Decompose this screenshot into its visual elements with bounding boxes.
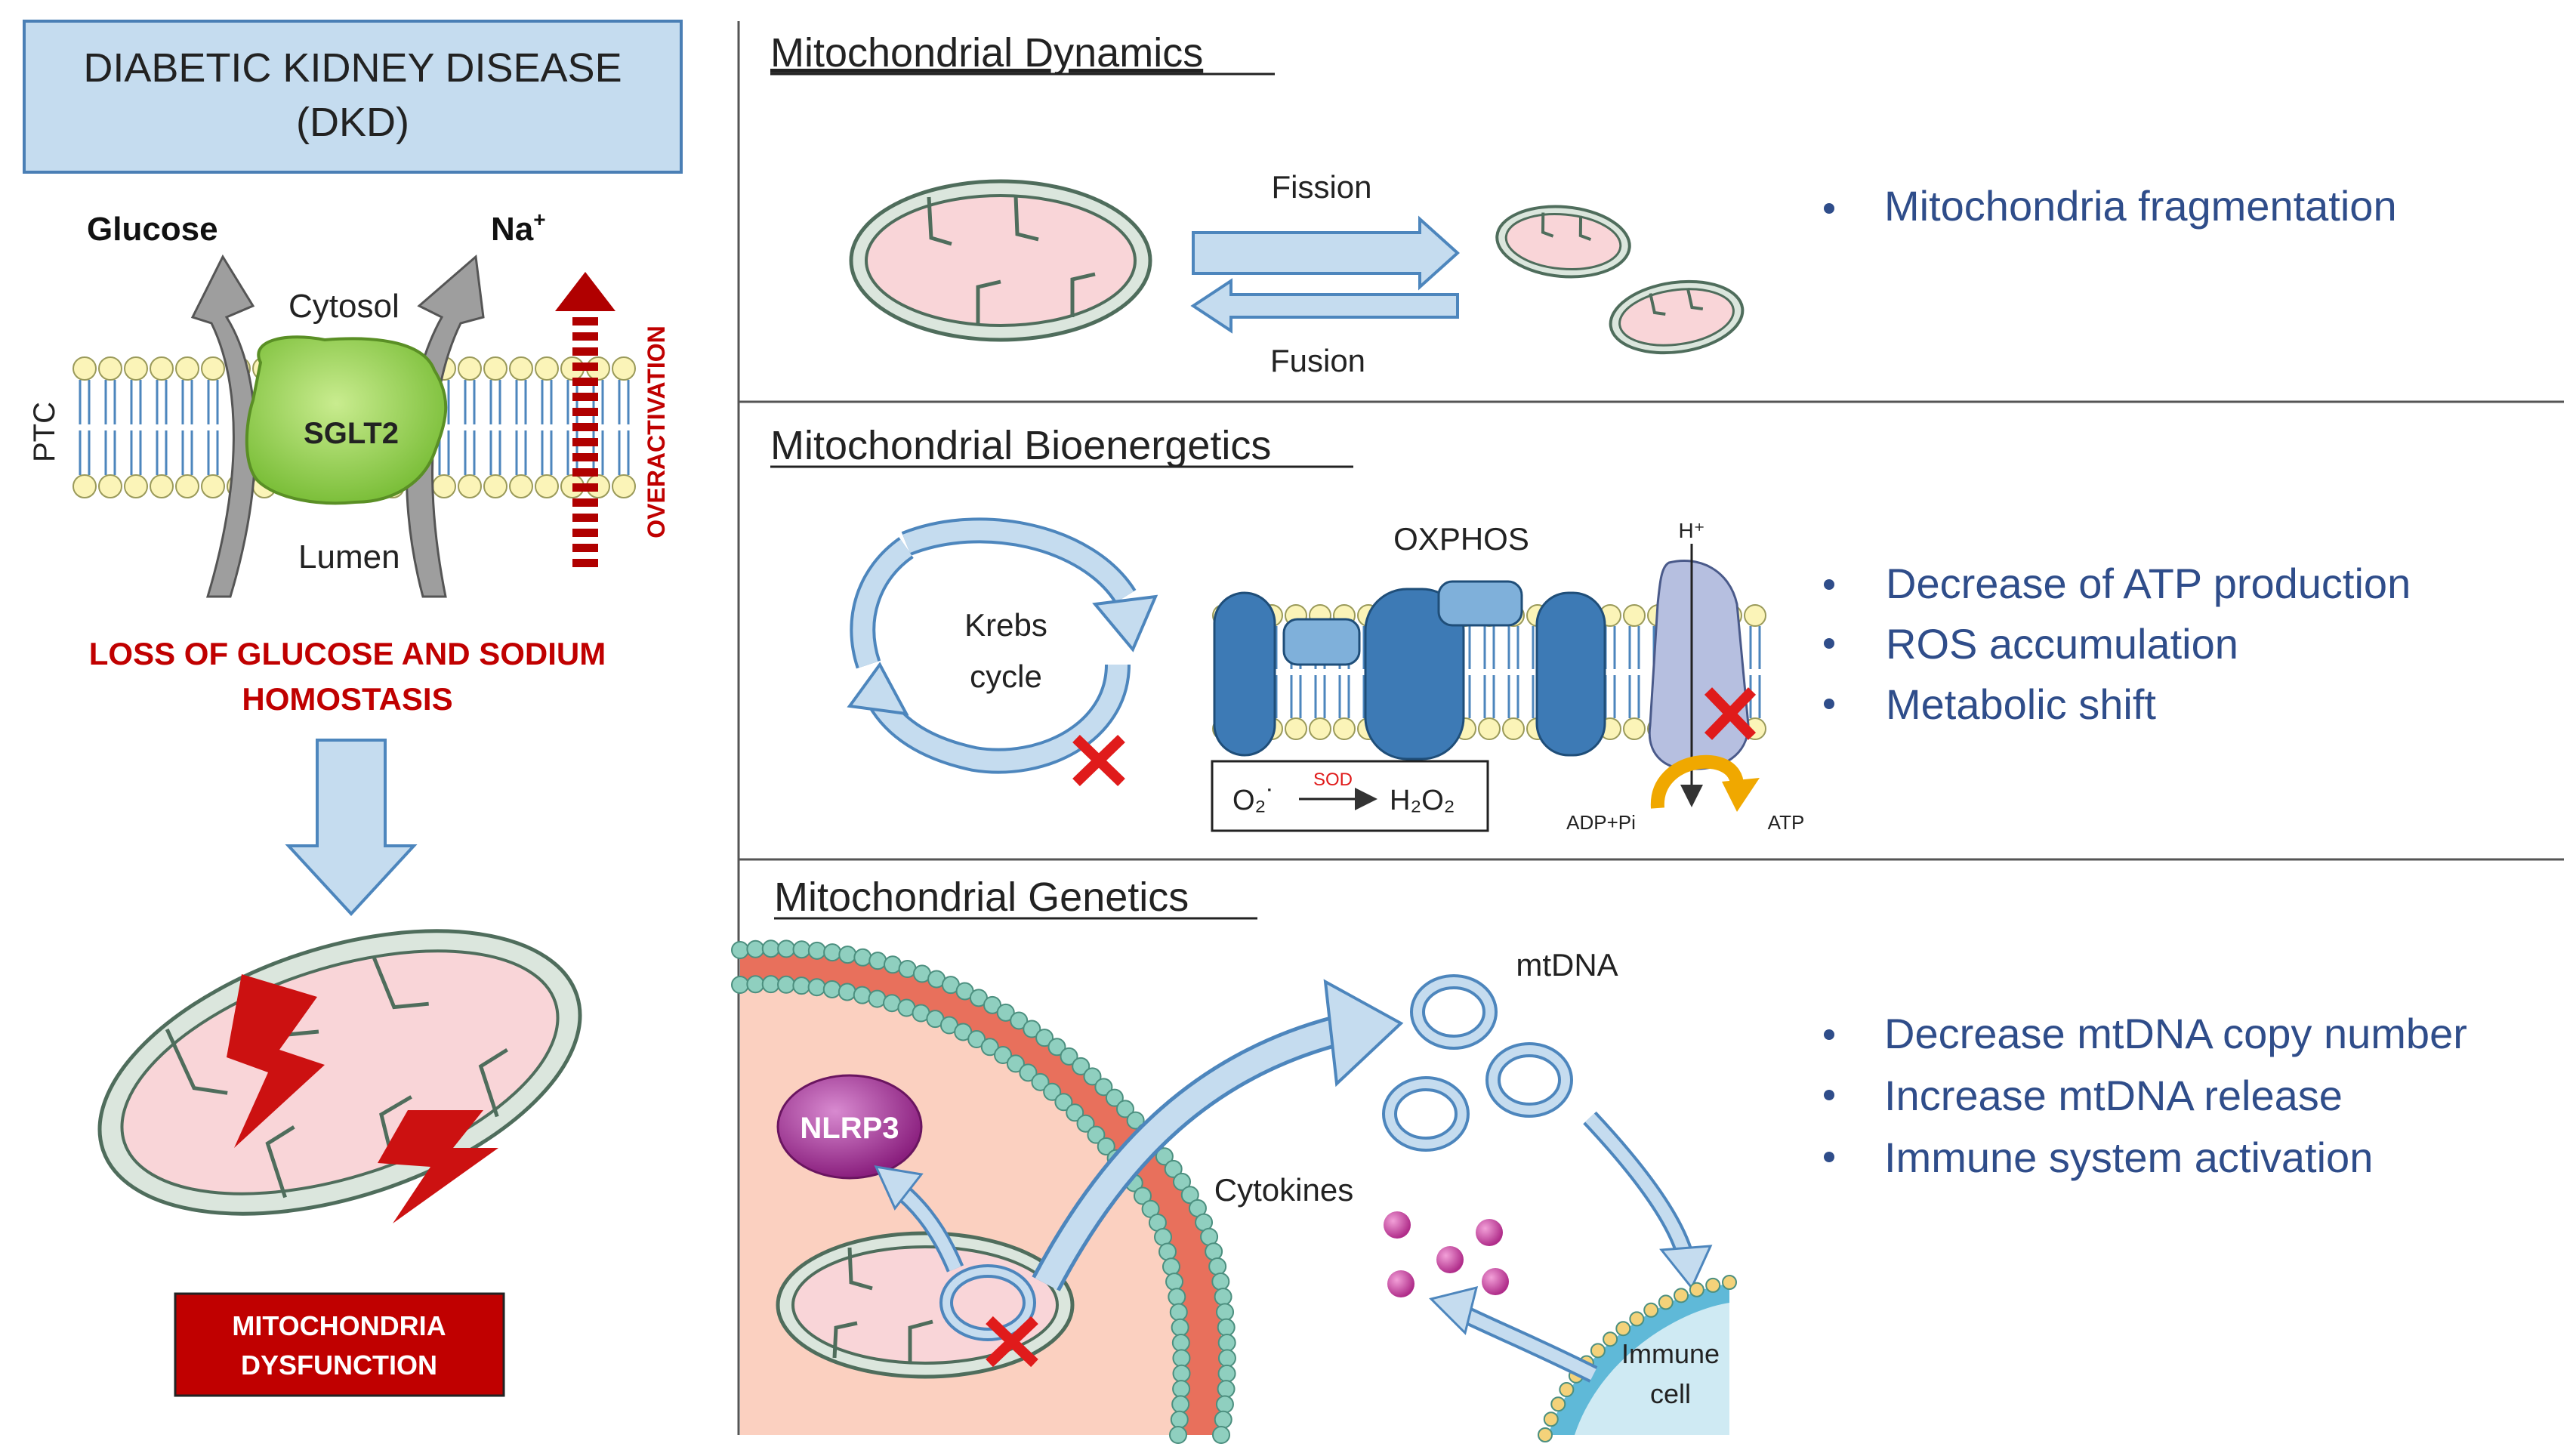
large-mitochondrion [849, 179, 1152, 342]
bullet-dot [1824, 579, 1834, 590]
left-panel: DIABETIC KIDNEY DISEASE (DKD) Glucose Na… [23, 20, 683, 1397]
cytokine-dot [1387, 1270, 1414, 1297]
genetics-title: Mitochondrial Genetics [774, 875, 1189, 920]
superoxide-label: O₂˙ [1232, 785, 1276, 816]
fusion-label: Fusion [1270, 343, 1365, 378]
mtdna-circle [1410, 974, 1498, 1050]
glucose-exit-arrow [190, 254, 257, 598]
bioenergetics-bullet: Decrease of ATP production [1886, 560, 2411, 607]
immune-line1: Immune [1621, 1338, 1720, 1369]
cytochrome-c [1437, 580, 1523, 627]
mtdna-ring [942, 1267, 1033, 1338]
inhibition-x-icon [1072, 734, 1125, 787]
immune-to-cytokines-arrow [1458, 1307, 1597, 1381]
bioenergetics-title: Mitochondrial Bioenergetics [770, 423, 1271, 468]
krebs-line1: Krebs [964, 607, 1047, 643]
complex-iv [1535, 591, 1606, 757]
atp-conversion-arrowhead [1722, 778, 1760, 812]
ros-box [1211, 760, 1489, 832]
down-arrow [285, 739, 418, 916]
bullet-dot [1824, 1029, 1834, 1040]
cytokine-dot [1476, 1219, 1503, 1246]
fission-arrow [1192, 215, 1460, 291]
complex-i [1213, 591, 1276, 757]
mtdna-circle [1382, 1076, 1470, 1152]
bioenergetics-panel: Mitochondrial Bioenergetics Krebs cycle … [770, 423, 2411, 834]
overactivation-arrow [555, 272, 615, 567]
genetics-bullet: Increase mtDNA release [1884, 1072, 2343, 1119]
arrowhead [1429, 1285, 1479, 1335]
dynamics-panel: Mitochondrial Dynamics Fission Fusion [770, 30, 2397, 378]
arrowhead [1323, 979, 1404, 1088]
loss-homeostasis-line2: HOMOSTASIS [242, 681, 452, 717]
dkd-title-box [23, 20, 683, 174]
krebs-cycle [847, 517, 1158, 774]
oxphos-label: OXPHOS [1393, 521, 1529, 557]
lumen-label: Lumen [298, 538, 400, 575]
cytokines-label: Cytokines [1214, 1172, 1353, 1208]
immune-membrane-beads [1538, 1275, 1737, 1442]
immune-cell [1575, 1303, 1729, 1435]
mtdna-release-arrow [1035, 1019, 1340, 1290]
overactivation-label: OVERACTIVATION [643, 325, 670, 538]
atp-synthase [1648, 559, 1750, 770]
bullet-dot [1824, 699, 1834, 709]
bioenergetics-bullet: Metabolic shift [1886, 680, 2156, 728]
mito-dysfunction-line1: MITOCHONDRIA [232, 1310, 446, 1341]
atp-label: ATP [1768, 811, 1805, 834]
inhibition-x-icon [986, 1316, 1038, 1368]
h-plus-label: H⁺ [1679, 519, 1705, 542]
lightning-icon [227, 974, 325, 1148]
atp-conversion-arrow [1650, 754, 1744, 809]
dkd-title-line1: DIABETIC KIDNEY DISEASE [83, 45, 622, 91]
small-mitochondrion [1609, 279, 1745, 355]
loss-homeostasis-line1: LOSS OF GLUCOSE AND SODIUM [89, 636, 606, 671]
immune-line2: cell [1650, 1378, 1691, 1409]
lightning-icon [378, 1110, 498, 1223]
inhibition-x-icon [1704, 687, 1757, 740]
sod-label: SOD [1313, 770, 1353, 790]
cytosol-label: Cytosol [288, 288, 400, 325]
h2o2-label: H₂O₂ [1390, 785, 1455, 816]
mtdna-to-immune-arrow [1585, 1113, 1692, 1260]
mtdna-circle [1485, 1042, 1573, 1118]
cytokine-dot [1482, 1268, 1509, 1295]
damaged-mitochondrion [97, 929, 582, 1216]
mito-dysfunction-line2: DYSFUNCTION [241, 1350, 437, 1381]
genetics-bullet: Immune system activation [1884, 1134, 2373, 1181]
arrowhead [874, 1165, 924, 1211]
dynamics-title: Mitochondrial Dynamics [770, 30, 1203, 76]
small-mitochondrion [1495, 205, 1631, 279]
genetics-panel: Mitochondrial Genetics NLRP3 [731, 875, 2467, 1444]
complex-iii [1364, 588, 1465, 760]
cytokine-dot [1384, 1211, 1411, 1239]
ptc-label: PTC [28, 402, 61, 462]
bullet-dot [1824, 1152, 1834, 1162]
sglt2-label: SGLT2 [304, 417, 399, 450]
nlrp3-label: NLRP3 [800, 1112, 899, 1145]
sglt2-transporter [245, 335, 448, 505]
cytokine-dot [1436, 1246, 1464, 1273]
krebs-line2: cycle [970, 659, 1042, 694]
nlrp3-complex [776, 1074, 923, 1180]
arrowhead [1659, 1245, 1713, 1290]
fission-label: Fission [1271, 169, 1371, 205]
bullet-dot [1824, 203, 1834, 214]
adp-label: ADP+Pi [1566, 811, 1636, 834]
genetics-bullet: Decrease mtDNA copy number [1884, 1010, 2467, 1057]
bullet-dot [1824, 638, 1834, 649]
complex-ii [1282, 618, 1361, 666]
fusion-arrow [1190, 278, 1459, 334]
bioenergetics-bullet: ROS accumulation [1886, 620, 2238, 668]
na-label: Na+ [491, 208, 546, 248]
glucose-label: Glucose [87, 211, 218, 248]
bullet-dot [1824, 1090, 1834, 1100]
mtdna-label: mtDNA [1516, 947, 1618, 983]
cell-membrane-beads [731, 939, 1236, 1444]
dkd-title-line2: (DKD) [296, 100, 409, 145]
dynamics-bullet: Mitochondria fragmentation [1884, 182, 2397, 230]
mito-dysfunction-box [174, 1292, 505, 1397]
